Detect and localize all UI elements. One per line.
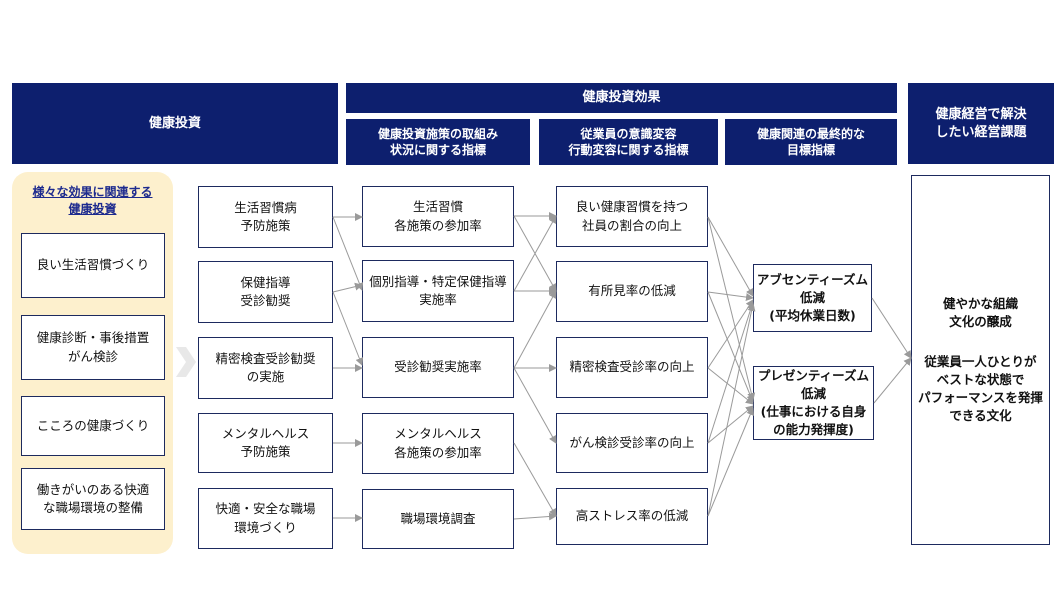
panel-item: 良い生活習慣づくり — [21, 233, 165, 298]
issue-text-culture: 健やかな組織 文化の醸成 — [942, 295, 1018, 329]
measure-box: メンタルヘルス 予防施策 — [198, 413, 333, 473]
panel-item: 健康診断・事後措置 がん検診 — [21, 315, 165, 380]
initiative-box: 個別指導・特定保健指導 実施率 — [362, 260, 514, 322]
header-effect: 健康投資効果 — [346, 83, 897, 113]
awareness-box: がん検診受診率の向上 — [556, 413, 708, 473]
initiative-box: メンタルヘルス 各施策の参加率 — [362, 413, 514, 474]
panel-title: 様々な効果に関連する 健康投資 — [32, 185, 153, 216]
panel-item: こころの健康づくり — [21, 396, 165, 456]
initiative-box: 生活習慣 各施策の参加率 — [362, 186, 514, 247]
awareness-box: 良い健康習慣を持つ 社員の割合の向上 — [556, 186, 708, 247]
header-investment: 健康投資 — [12, 83, 338, 164]
header-management-issue: 健康経営で解決 したい経営課題 — [908, 83, 1054, 164]
issue-box: 健やかな組織 文化の醸成 従業員一人ひとりが ベストな状態で パフォーマンスを発… — [911, 175, 1050, 545]
header-awareness-indicators: 従業員の意識変容 行動変容に関する指標 — [539, 119, 718, 165]
final-box-presenteeism: プレゼンティーズム 低減 (仕事における自身 の能力発揮度) — [753, 366, 874, 440]
awareness-box: 精密検査受診率の向上 — [556, 337, 708, 398]
measure-box: 生活習慣病 予防施策 — [198, 186, 333, 248]
measure-box: 快適・安全な職場 環境づくり — [198, 488, 333, 549]
initiative-box: 受診勧奨実施率 — [362, 337, 514, 398]
initiative-box: 職場環境調査 — [362, 489, 514, 549]
awareness-box: 高ストレス率の低減 — [556, 488, 708, 545]
big-arrow-icon — [176, 347, 196, 377]
panel-item: 働きがいのある快適 な職場環境の整備 — [21, 468, 165, 530]
measure-box: 精密検査受診勧奨 の実施 — [198, 337, 333, 399]
issue-text-performance: 従業員一人ひとりが ベストな状態で パフォーマンスを発揮 できる文化 — [918, 353, 1043, 424]
header-initiative-indicators: 健康投資施策の取組み 状況に関する指標 — [346, 119, 530, 165]
measure-box: 保健指導 受診勧奨 — [198, 261, 333, 323]
header-final-indicators: 健康関連の最終的な 目標指標 — [725, 119, 897, 165]
awareness-box: 有所見率の低減 — [556, 261, 708, 322]
